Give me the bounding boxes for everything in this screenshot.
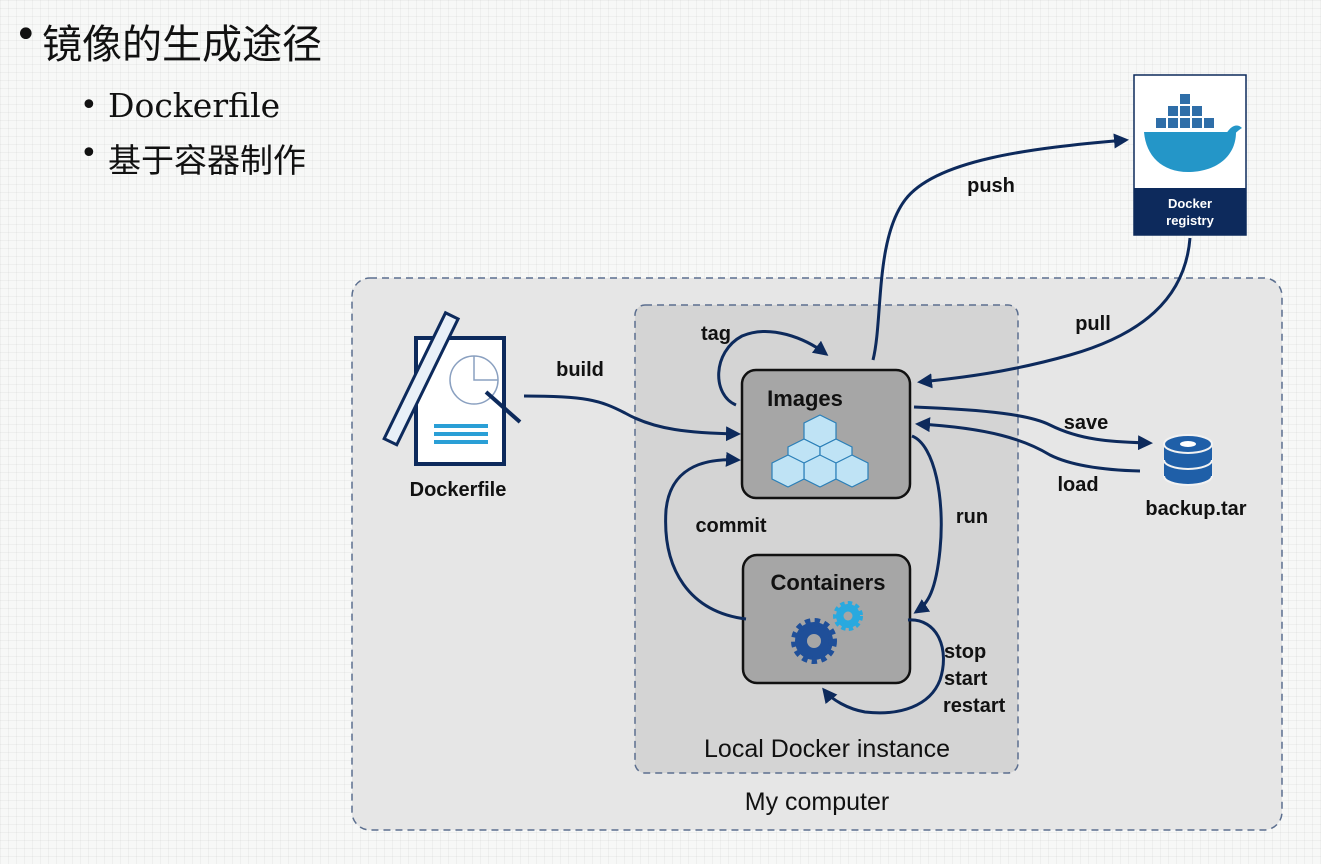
build-edge-label: build xyxy=(556,359,604,381)
backup-tar-label: backup.tar xyxy=(1145,498,1246,520)
local-docker-instance-label: Local Docker instance xyxy=(704,735,950,763)
run-arrow xyxy=(911,434,943,614)
restart-edge-label: restart xyxy=(943,695,1006,717)
containers-label: Containers xyxy=(771,570,886,595)
image-layers-icon xyxy=(771,414,869,488)
stop-edge-label: stop xyxy=(944,641,986,663)
commit-edge-label: commit xyxy=(695,515,766,537)
images-label: Images xyxy=(767,386,843,411)
subitem-bullet-2: • xyxy=(80,136,98,171)
registry-label-line1: Docker xyxy=(1168,196,1212,211)
load-edge-label: load xyxy=(1057,474,1098,496)
dockerfile-label: Dockerfile xyxy=(410,479,507,501)
start-edge-label: start xyxy=(944,668,988,690)
load-arrow xyxy=(915,417,1141,473)
database-icon xyxy=(1163,434,1213,486)
pull-edge-label: pull xyxy=(1075,313,1111,335)
restart-loop-arrow xyxy=(822,618,945,715)
pull-arrow xyxy=(917,237,1192,389)
gears-icon xyxy=(791,601,863,664)
build-arrow xyxy=(523,394,741,442)
subitem-bullet-1: • xyxy=(80,88,98,123)
subitem-container-build: 基于容器制作 xyxy=(108,141,306,180)
my-computer-label: My computer xyxy=(745,788,889,816)
push-edge-label: push xyxy=(967,175,1015,197)
subitem-dockerfile: Dockerfile xyxy=(108,86,281,125)
commit-arrow xyxy=(664,451,747,621)
dockerfile-icon xyxy=(382,310,522,466)
registry-label-line2: registry xyxy=(1166,213,1214,228)
tag-arrow xyxy=(717,330,829,407)
run-edge-label: run xyxy=(956,506,988,528)
tag-edge-label: tag xyxy=(701,323,731,345)
save-edge-label: save xyxy=(1064,412,1109,434)
save-arrow xyxy=(913,405,1153,451)
title-bullet: • xyxy=(14,12,38,58)
docker-whale-icon xyxy=(1144,94,1242,172)
push-arrow xyxy=(871,133,1129,361)
slide-title: 镜像的生成途径 xyxy=(42,22,322,68)
